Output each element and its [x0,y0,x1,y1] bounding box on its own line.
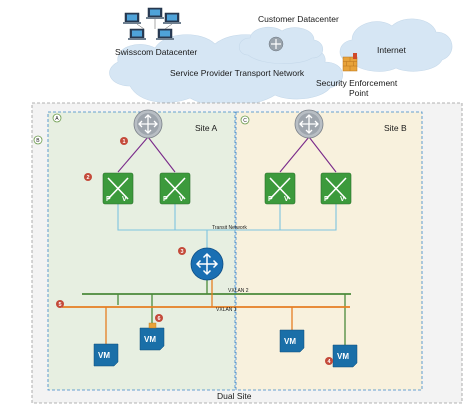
security-point-label-line2: Point [349,88,369,98]
marker-3: 3 [178,247,186,255]
svg-text:A: A [55,116,59,122]
router-icon [268,36,284,52]
vm-icon: VM [93,343,119,367]
vxlan-1-label: VXLAN 1 [216,307,237,313]
dual-site-label: Dual Site [217,391,252,401]
swisscom-datacenter-label: Swisscom Datacenter [115,47,197,57]
transport-network-label: Service Provider Transport Network [170,68,305,78]
router-icon [133,109,163,139]
internet-label: Internet [377,45,406,55]
transit-network-label: Transit Network [212,225,247,231]
edge-gateway-icon: P V [102,172,134,205]
svg-text:V: V [122,196,127,203]
site-b-label: Site B [384,123,407,133]
marker-2: 2 [84,173,92,181]
vm-icon: VM [279,329,305,353]
laptop-icon [146,7,164,19]
zone-badge-c: C [240,115,250,125]
vxlan-1 [62,278,350,344]
svg-text:V: V [284,196,289,203]
svg-text:P: P [163,196,168,203]
transit-network [117,204,337,250]
marker-6: 6 [155,314,163,322]
svg-text:P: P [106,196,111,203]
laptop-icon [156,28,174,40]
firewall-icon [148,322,157,329]
internet-cloud [339,18,453,72]
edge-gateway-icon: P V [159,172,191,205]
svg-text:4: 4 [328,359,332,365]
svg-text:P: P [324,196,329,203]
svg-text:6: 6 [158,316,161,322]
vxlan-2-label: VXLAN 2 [228,288,249,294]
router-icon [294,109,324,139]
zone-badge-b: B [33,135,43,145]
svg-text:VM: VM [144,335,156,344]
edge-gateway-icon: P V [320,172,352,205]
svg-text:1: 1 [123,139,126,145]
site-b-zone [235,111,423,391]
vm-icon: VM [139,327,165,351]
svg-text:V: V [340,196,345,203]
svg-text:VM: VM [98,351,110,360]
marker-5: 5 [56,300,64,308]
laptop-icon [128,28,146,40]
laptop-icon [163,12,181,24]
logical-router-icon [190,247,224,281]
site-a-label: Site A [195,123,218,133]
svg-text:C: C [243,118,247,124]
svg-text:5: 5 [59,302,62,308]
vm-icon: VM [332,344,358,368]
svg-text:B: B [36,138,40,144]
svg-text:P: P [268,196,273,203]
zone-badge-a: A [52,113,62,123]
svg-text:2: 2 [87,175,90,181]
edge-gateway-icon: P V [264,172,296,205]
security-point-label: Security Enforcement [316,78,398,88]
svg-text:V: V [179,196,184,203]
uplinks [117,136,337,173]
customer-datacenter-label: Customer Datacenter [258,14,339,24]
svg-text:3: 3 [181,249,184,255]
firewall-icon [342,53,358,72]
marker-1: 1 [120,137,128,145]
svg-text:VM: VM [284,337,296,346]
svg-text:VM: VM [337,352,349,361]
marker-4: 4 [325,357,333,365]
laptop-icon [123,12,141,24]
